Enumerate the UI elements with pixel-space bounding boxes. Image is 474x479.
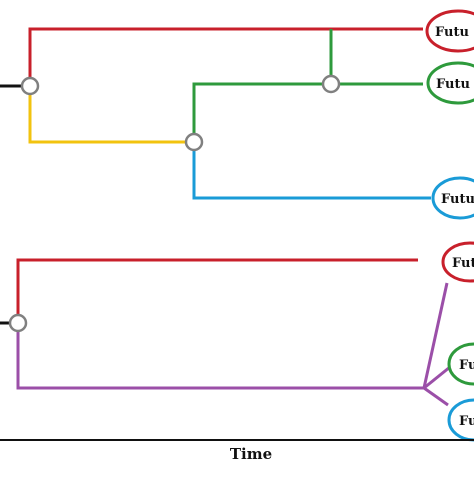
top-outcome-red: Futu xyxy=(425,9,474,53)
bottom-outcome-blue-label: Fut xyxy=(459,414,474,429)
top-split-node xyxy=(184,132,204,152)
bottom-branching-diagram: Fut Fut Fut xyxy=(0,241,474,442)
top-blue-branch xyxy=(192,142,431,200)
bottom-purple-fork-upper xyxy=(422,282,449,389)
bottom-outcome-green: Fut xyxy=(447,342,474,386)
bottom-outcome-green-ellipse xyxy=(447,342,474,386)
top-outcome-green-label: Futu xyxy=(436,77,470,92)
top-outcome-red-ellipse xyxy=(425,9,474,53)
top-outcome-blue-ellipse xyxy=(431,176,474,220)
bottom-purple-fork-lower xyxy=(423,386,449,407)
bottom-purple-branch xyxy=(16,323,424,390)
bottom-root-node xyxy=(8,313,28,333)
top-outcome-green-ellipse xyxy=(426,61,474,105)
bottom-outcome-red-label: Fut xyxy=(452,256,474,271)
top-outcome-blue-label: Futu xyxy=(441,192,474,207)
top-green-branch xyxy=(192,82,423,142)
bottom-outcome-red-ellipse xyxy=(441,241,474,283)
top-red-branch xyxy=(28,27,423,86)
bottom-outcome-green-label: Fut xyxy=(459,358,474,373)
top-root-node xyxy=(20,76,40,96)
top-merge-node xyxy=(321,74,341,94)
top-branching-diagram: Futu Futu Futu xyxy=(0,9,474,220)
time-axis: Time xyxy=(0,439,474,463)
top-outcome-green: Futu xyxy=(426,61,474,105)
top-yellow-branch xyxy=(28,86,194,144)
top-outcome-red-label: Futu xyxy=(435,25,469,40)
bottom-outcome-blue-ellipse xyxy=(447,398,474,442)
bottom-outcome-red: Fut xyxy=(441,241,474,283)
bottom-purple-fork-middle xyxy=(423,365,451,390)
top-outcome-blue: Futu xyxy=(431,176,474,220)
bottom-red-branch xyxy=(16,258,418,323)
time-axis-label: Time xyxy=(230,445,272,463)
bottom-outcome-blue: Fut xyxy=(447,398,474,442)
